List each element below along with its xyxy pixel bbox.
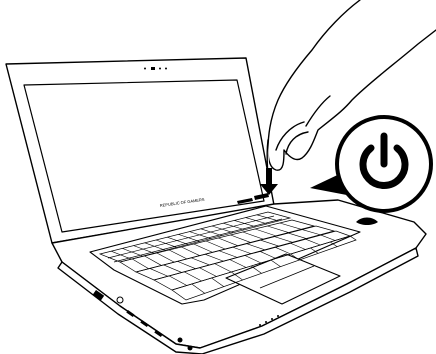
power-callout: [310, 115, 433, 213]
